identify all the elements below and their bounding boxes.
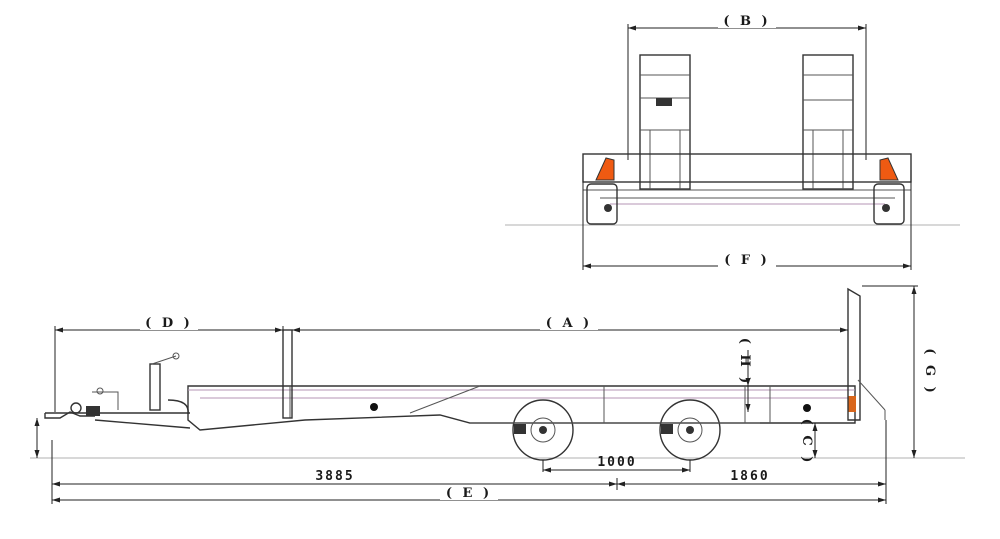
dimension-b: ( B ) bbox=[627, 12, 867, 160]
side-view: ( D ) ( A ) ( H ) ( C ) bbox=[30, 285, 965, 504]
label-g: ( G ) bbox=[922, 348, 937, 395]
rear-view: ( B ) bbox=[505, 12, 960, 270]
label-b: ( B ) bbox=[723, 14, 770, 29]
rear-left-wheel bbox=[586, 183, 618, 225]
side-wheel-rear bbox=[659, 399, 721, 461]
dimension-h: ( H ) bbox=[737, 338, 752, 412]
rear-ramp-raised bbox=[847, 287, 886, 421]
dimension-f: ( F ) bbox=[582, 170, 912, 270]
left-rear-lamp bbox=[595, 157, 615, 181]
ramp-handle bbox=[656, 98, 672, 106]
rear-right-wheel bbox=[873, 183, 905, 225]
trailer-bed bbox=[187, 385, 856, 431]
coupling-head bbox=[70, 402, 82, 414]
label-d: ( D ) bbox=[145, 316, 193, 331]
axle-spacing-value: 1000 bbox=[597, 455, 636, 470]
label-h: ( H ) bbox=[737, 338, 752, 387]
left-ramp bbox=[639, 54, 691, 190]
drawbar bbox=[44, 387, 191, 429]
label-c: ( C ) bbox=[799, 419, 814, 466]
dimension-c: ( C ) bbox=[799, 419, 818, 466]
dimension-axle-spacing: 1000 bbox=[542, 455, 691, 473]
jockey-wheel bbox=[149, 352, 189, 415]
dimension-g: ( G ) bbox=[862, 285, 937, 458]
rear-length-value: 1860 bbox=[730, 469, 769, 484]
label-f: ( F ) bbox=[724, 253, 770, 268]
label-e: ( E ) bbox=[446, 486, 492, 501]
dimension-a: ( A ) bbox=[292, 314, 848, 333]
dimension-front-rear: 3885 1860 bbox=[52, 469, 886, 490]
front-post bbox=[282, 329, 293, 419]
dimension-e: ( E ) bbox=[51, 420, 887, 504]
dimension-d: ( D ) bbox=[54, 314, 284, 412]
rear-lamp-bar bbox=[582, 153, 912, 183]
dimension-coupling-height bbox=[34, 418, 40, 458]
side-wheel-front bbox=[512, 399, 574, 461]
front-length-value: 3885 bbox=[315, 469, 354, 484]
label-a: ( A ) bbox=[546, 316, 592, 331]
right-ramp bbox=[802, 54, 854, 190]
right-rear-lamp bbox=[879, 157, 899, 181]
